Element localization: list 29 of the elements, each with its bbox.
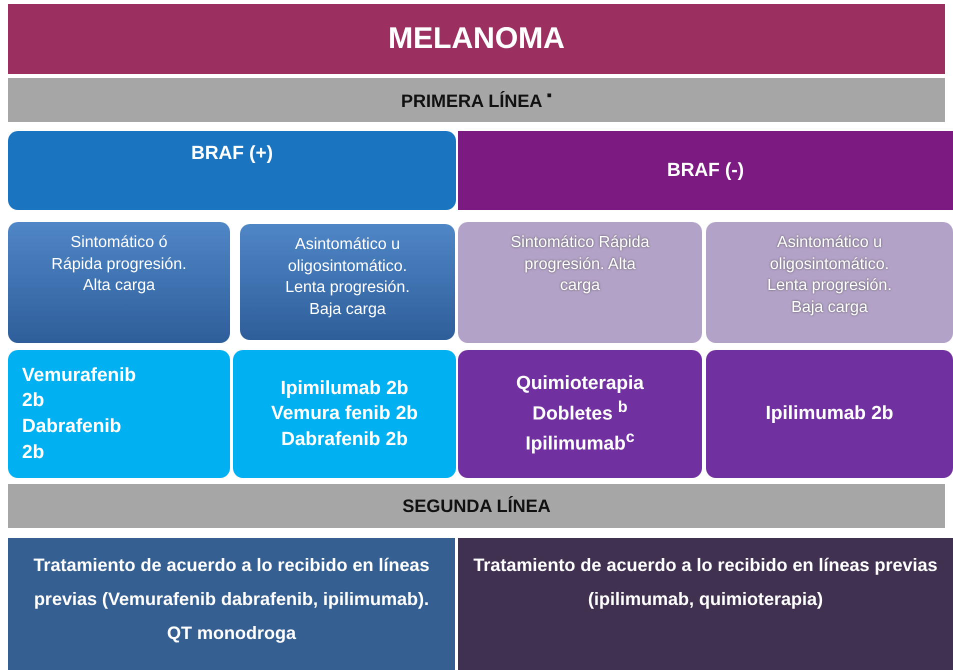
condition-box	[8, 222, 230, 343]
cell-text: BRAF (+)	[191, 142, 273, 166]
cell-text: Sintomático Rápida progresión. Alta carga	[510, 233, 650, 296]
treatment-box	[458, 350, 702, 478]
treatment-box	[706, 350, 953, 478]
cell-text: Quimioterapia Dobletes $^{b}$ Ipilimumab$^{c}$	[516, 372, 644, 456]
section-band	[8, 484, 945, 528]
cell-text: Vemurafenib 2b Dabrafenib 2b	[22, 364, 136, 465]
section-band	[8, 78, 945, 122]
cell-text: Asintomático u oligosintomático. Lenta progresión. Baja carga	[284, 235, 411, 320]
category-header	[458, 131, 953, 210]
condition-box	[240, 224, 455, 340]
treatment-box	[458, 538, 953, 670]
cell-text: PRIMERA LÍNEA $^{▪}$	[401, 86, 552, 114]
title-banner: MELANOMA	[8, 4, 945, 74]
category-header	[8, 131, 456, 210]
condition-box	[706, 222, 953, 343]
cell-text: Tratamiento de acuerdo a lo recibido en líneas previas (Vemurafenib dabrafenib, ipilimumab). QT monodroga	[32, 554, 431, 646]
cell-text: BRAF (-)	[666, 158, 744, 183]
treatment-box	[8, 350, 230, 478]
cell-text: SEGUNDA LÍNEA	[402, 494, 551, 518]
cell-text: Ipilimumab 2b	[766, 402, 894, 426]
treatment-box	[8, 538, 455, 670]
cell-text: Ipimilumab 2b Vemura fenib 2b Dabrafenib 2b	[270, 376, 419, 452]
cell-text: Sintomático ó Rápida progresión. Alta carga	[50, 233, 188, 296]
treatment-box	[233, 350, 456, 478]
cell-text: Tratamiento de acuerdo a lo recibido en líneas previas (ipilimumab, quimioterapia)	[472, 554, 939, 612]
cell-text: Asintomático u oligosintomático. Lenta progresión. Baja carga	[766, 233, 893, 318]
condition-box	[458, 222, 702, 343]
